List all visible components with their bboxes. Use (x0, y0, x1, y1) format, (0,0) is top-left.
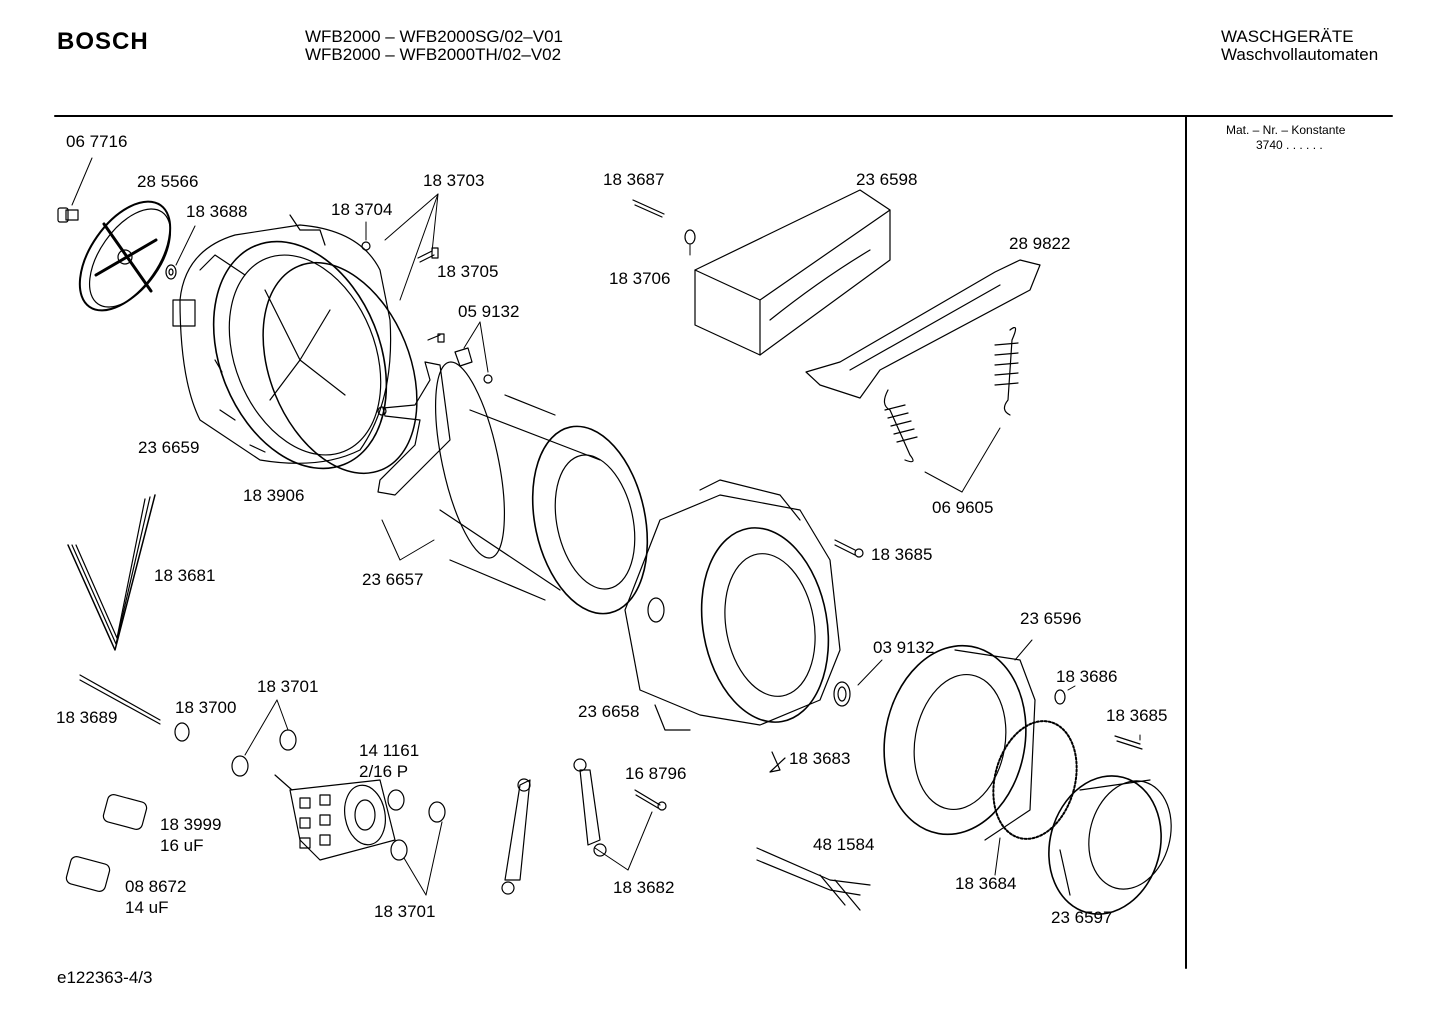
part-label: 23 6596 (1020, 609, 1082, 628)
bolt-18-3705 (417, 247, 439, 263)
part-label: 18 3999 (160, 815, 222, 834)
seal-ring-part (262, 261, 418, 475)
capacitor-14uf (65, 856, 111, 892)
part-label: 18 3681 (154, 566, 216, 585)
mount-18-3701b (279, 729, 297, 751)
category-title: WASCHGERÄTE (1221, 27, 1354, 46)
part-label: 23 6658 (578, 702, 640, 721)
capacitor-16uf (102, 794, 148, 830)
drum-spider-part (377, 361, 451, 496)
part-label: 23 6597 (1051, 908, 1113, 927)
part-label: 23 6657 (362, 570, 424, 589)
part-label: 18 3682 (613, 878, 675, 897)
part-label: 18 3906 (243, 486, 305, 505)
part-label: 18 3683 (789, 749, 851, 768)
pulley-part (78, 200, 172, 312)
subcategory-title: Waschvollautomaten (1221, 45, 1379, 64)
drum-part (435, 361, 649, 615)
washer-18-3706 (684, 229, 696, 245)
motor-part (274, 774, 396, 861)
document-code: e122363-4/3 (57, 968, 153, 987)
part-label: 03 9132 (873, 638, 935, 657)
spring-2-part (994, 327, 1019, 416)
mat-nr-label: Mat. – Nr. – Konstante (1226, 123, 1346, 137)
leader-lines (71, 157, 1141, 896)
part-label: 14 uF (125, 898, 169, 917)
part-label: 18 3701 (257, 677, 319, 696)
nut-05-9132 (483, 374, 493, 384)
screw-18-3687 (632, 199, 665, 218)
shock-absorber-2 (573, 758, 607, 857)
part-label: 18 3706 (609, 269, 671, 288)
part-label: 18 3684 (955, 874, 1017, 893)
brand-logo: BOSCH (57, 28, 149, 55)
mount-18-3701e (387, 789, 405, 811)
screw-05-9132 (427, 333, 445, 343)
part-label: 06 9605 (932, 498, 994, 517)
bracket-part (805, 259, 1041, 399)
bolt-part (57, 207, 79, 223)
front-tub-part (624, 479, 841, 731)
part-label: 16 uF (160, 836, 204, 855)
shock-absorber-1 (501, 778, 531, 895)
part-label: 23 6598 (856, 170, 918, 189)
part-label: 18 3703 (423, 171, 485, 190)
part-label: 18 3688 (186, 202, 248, 221)
belt-part (67, 494, 156, 651)
nut-part (361, 241, 371, 251)
part-label: 18 3704 (331, 200, 393, 219)
screw-18-3685b (1114, 735, 1143, 750)
screw-18-3685a (834, 539, 864, 558)
part-label: 05 9132 (458, 302, 520, 321)
part-label: 23 6659 (138, 438, 200, 457)
part-label: 48 1584 (813, 835, 875, 854)
door-seal-part (1048, 775, 1172, 915)
front-weight-part (883, 644, 1036, 841)
bushing-18-3700 (174, 722, 190, 742)
part-label: 2/16 P (359, 762, 409, 781)
clip-18-3683 (769, 751, 786, 773)
model-line-2: WFB2000 – WFB2000TH/02–V02 (305, 45, 562, 64)
part-label: 18 3700 (175, 698, 237, 717)
part-label: 06 7716 (66, 132, 128, 151)
mount-18-3701d (390, 839, 408, 861)
part-label: 18 3689 (56, 708, 118, 727)
nut-18-3686 (1054, 689, 1066, 705)
washer-part (165, 264, 177, 280)
mount-18-3701c (428, 801, 446, 823)
mount-18-3701a (231, 755, 249, 777)
part-label: 28 5566 (137, 172, 199, 191)
counterweight-top-part (694, 189, 891, 356)
spring-1-part (883, 389, 918, 463)
mat-nr-value: 3740 . . . . . . (1256, 138, 1323, 152)
part-label: 18 3687 (603, 170, 665, 189)
part-label: 18 3686 (1056, 667, 1118, 686)
heater-part (756, 847, 871, 911)
part-label: 16 8796 (625, 764, 687, 783)
part-label: 18 3685 (1106, 706, 1168, 725)
part-label: 28 9822 (1009, 234, 1071, 253)
rear-tub-part (172, 214, 392, 470)
part-label: 14 1161 (359, 741, 420, 760)
part-label: 18 3685 (871, 545, 933, 564)
plate-05-9132 (454, 347, 473, 367)
part-label: 08 8672 (125, 877, 187, 896)
bearing-03-9132 (833, 681, 851, 707)
part-label: 18 3705 (437, 262, 499, 281)
model-line-1: WFB2000 – WFB2000SG/02–V01 (305, 27, 563, 46)
part-label: 18 3701 (374, 902, 436, 921)
clamp-ring-part (992, 720, 1078, 840)
pin-16-8796 (634, 789, 667, 811)
tie-rod-part (79, 674, 161, 725)
